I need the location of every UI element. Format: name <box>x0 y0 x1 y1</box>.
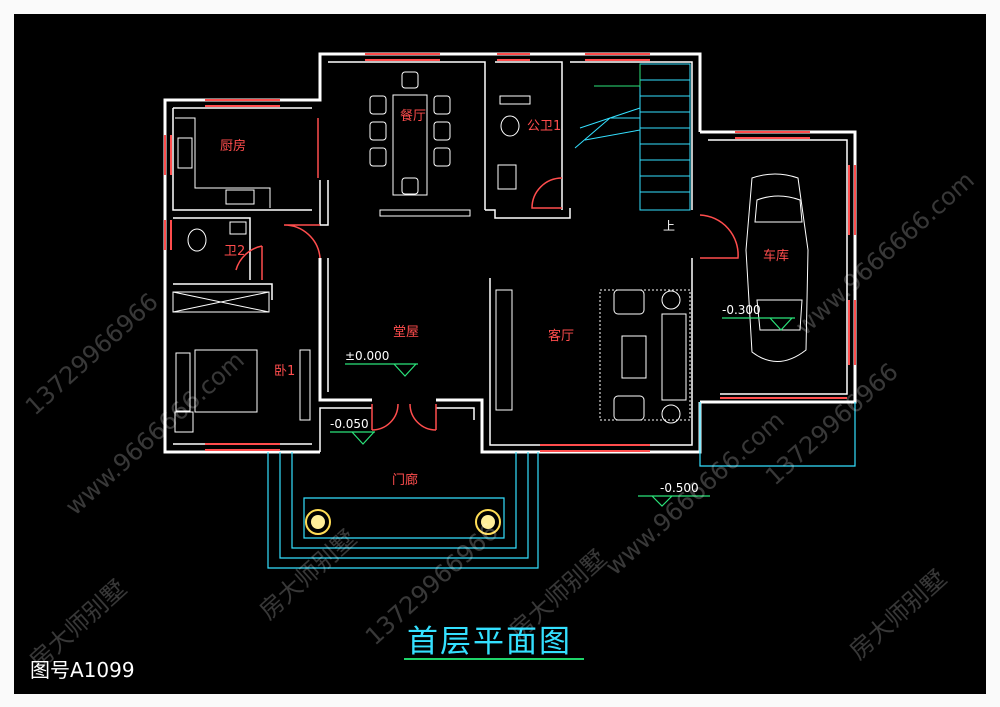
room-label-living: 客厅 <box>548 328 574 344</box>
room-label-garage: 车库 <box>763 248 789 264</box>
windows <box>164 53 856 452</box>
drawing-number: 图号A1099 <box>30 658 135 682</box>
plan-title: 首层平面图 <box>407 624 572 660</box>
floor-plan: 厨房 餐厅 公卫1 卫2 堂屋 客厅 卧1 车库 门廊 ±0.000 -0.05… <box>163 52 857 569</box>
walls <box>163 52 857 454</box>
porch-outline <box>267 402 856 569</box>
room-label-hall: 堂屋 <box>393 325 419 340</box>
room-label-dining: 餐厅 <box>400 108 426 124</box>
room-label-kitchen: 厨房 <box>220 138 246 154</box>
level-symbols <box>330 317 795 507</box>
room-label-public-wc: 公卫1 <box>527 119 561 134</box>
level-label-outside: -0.500 <box>660 481 699 495</box>
level-label-door: -0.050 <box>330 417 369 431</box>
room-label-porch: 门廊 <box>392 472 418 488</box>
cad-canvas: 厨房 餐厅 公卫1 卫2 堂屋 客厅 卧1 车库 门廊 ±0.000 -0.05… <box>14 14 986 694</box>
stairs <box>574 63 691 211</box>
level-label-hall: ±0.000 <box>345 349 389 363</box>
title-underline <box>404 658 584 660</box>
level-label-garage: -0.300 <box>722 303 761 317</box>
furniture <box>172 71 809 535</box>
stair-up-mark: 上 <box>663 219 675 233</box>
room-label-wc2: 卫2 <box>224 244 245 259</box>
room-label-bedroom: 卧1 <box>274 364 295 379</box>
doors <box>235 118 739 431</box>
